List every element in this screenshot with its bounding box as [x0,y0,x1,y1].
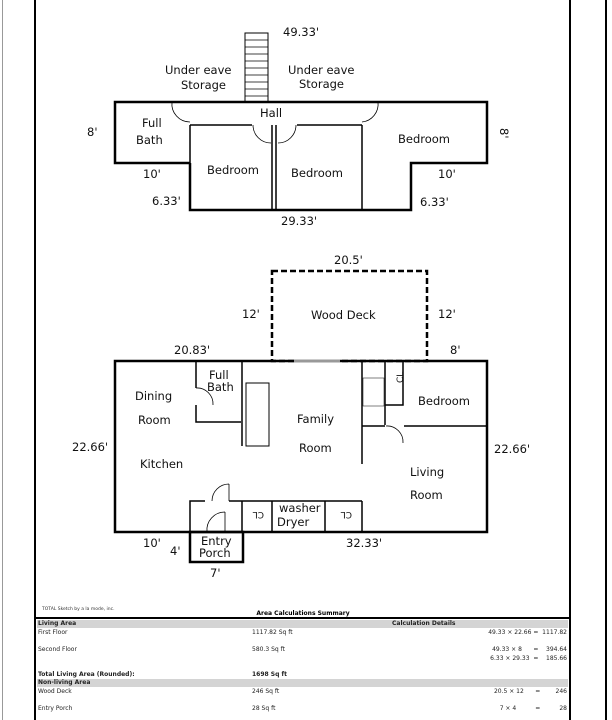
bedroom-c-label: Bedroom [398,132,450,146]
kitchen-label: Kitchen [140,457,183,471]
dim-right-lower: 10' [438,167,456,181]
storage-right-label-2: Storage [299,77,344,91]
living-area-label: Living Area [38,620,77,627]
total-label: Total Living Area (Rounded): [38,671,135,678]
dim-left: 8' [87,125,97,139]
stair-treads [245,39,268,97]
row-calc: 49.33 × 8 = 394.64 [492,646,567,653]
dim-top-right: 8' [450,343,460,357]
outer-right-border [605,0,607,720]
row-calc: 49.33 × 22.66 = 1117.82 [488,629,567,636]
bath-label: Full [142,116,162,130]
row-area: 1117.82 Sq ft [252,629,293,636]
row-calc-2: 6.33 × 29.33 = 185.66 [490,655,567,662]
total-living-row: Total Living Area (Rounded): 1698 Sq ft [37,670,568,679]
bedroom-b-label: Bedroom [291,166,343,180]
entry-porch-outline [188,530,245,564]
dim-right-step: 6.33' [420,195,449,209]
table-row: Entry Porch 28 Sq ft 7 × 4 = 28 [37,704,568,713]
family-label: Family [297,412,334,426]
storage-left-label: Under eave [165,63,231,77]
dim-porch-side: 4' [170,544,180,558]
row-spacer [37,663,568,670]
dim-bottom: 29.33' [281,214,317,228]
first-floor-walls [189,361,487,532]
row-calc: 7 × 4 = 28 [499,705,567,712]
first-floor-door-swings [195,387,404,533]
porch-label: Entry [201,534,232,548]
deck-label: Wood Deck [311,308,376,322]
second-floor-labels: 49.33' Under eave Storage Under eave Sto… [87,25,511,228]
row-spacer [37,637,568,645]
bath-label: Full [209,368,229,382]
left-edge-line [2,0,3,720]
dim-deck-right: 12' [438,307,456,321]
table-row: Second Floor 580.3 Sq ft 49.33 × 8 = 394… [37,645,568,654]
row-area: 28 Sq ft [252,705,276,712]
storage-right-label: Under eave [288,63,354,77]
porch-label-2: Porch [199,546,231,560]
living-area-header: Living Area Calculation Details [37,620,568,628]
row-spacer [37,696,568,704]
dim-right: 8' [497,128,511,138]
first-floor-labels: 20.5' 12' 12' Wood Deck 20.83' 8' Dining… [72,253,530,580]
dim-left-step: 6.33' [152,194,181,208]
storage-left-label-2: Storage [181,78,226,92]
dim-deck-left: 12' [242,307,260,321]
first-floor-plan [113,269,489,564]
dim-left-lower: 10' [143,167,161,181]
dining-label: Dining [135,389,172,403]
floor-plan: 49.33' Under eave Storage Under eave Sto… [72,25,530,580]
total-value: 1698 Sq ft [252,671,287,678]
non-living-header: Non-living Area [37,679,568,687]
wood-deck-outline [270,269,429,363]
dim-right: 22.66' [494,442,530,456]
software-credit: TOTAL Sketch by a la mode, inc. [42,607,115,612]
second-floor-plan [113,32,489,212]
row-calc: 20.5 × 12 = 246 [493,688,567,695]
washer-label: washer [279,501,321,515]
page-left-border [34,0,36,720]
bath-label-2: Bath [207,380,234,394]
row-label: Entry Porch [38,705,73,712]
dining-label-2: Room [138,413,171,427]
dim-porch-bottom: 7' [210,566,220,580]
family-label-2: Room [299,441,332,455]
row-label: Wood Deck [38,688,72,695]
bedroom-a-label: Bedroom [207,163,259,177]
door-swings [171,101,379,144]
dim-top-left: 20.83' [174,343,210,357]
row-label: First Floor [38,629,68,636]
closet-left-label: CL [253,509,264,519]
page-right-border [569,0,571,720]
dryer-label: Dryer [277,515,309,529]
table-row: Wood Deck 246 Sq ft 20.5 × 12 = 246 [37,687,568,696]
attic-stairs [244,32,269,103]
bath-label-2: Bath [136,133,163,147]
hall-label: Hall [260,106,282,120]
second-floor-outline [113,100,489,212]
row-area: 246 Sq ft [252,688,280,695]
dim-left: 22.66' [72,440,108,454]
living-label: Living [410,465,444,479]
area-calculations-table: Living Area Calculation Details First Fl… [37,620,568,713]
dim-top: 49.33' [283,25,319,39]
table-row: First Floor 1117.82 Sq ft 49.33 × 22.66 … [37,628,568,637]
living-label-2: Room [410,488,443,502]
dim-deck-top: 20.5' [334,253,363,267]
closet-top-label: CL [396,372,406,383]
bedroom-label: Bedroom [418,394,470,408]
dim-bottom-left: 10' [143,536,161,550]
closet-right-label: CL [341,509,352,519]
calc-details-header: Calculation Details [392,620,456,627]
second-floor-walls [189,124,363,210]
row-label: Second Floor [38,646,77,653]
table-row-continued: 6.33 × 29.33 = 185.66 [37,654,568,663]
area-summary-title: Area Calculations Summary [256,610,350,617]
summary-divider [35,617,571,619]
row-area: 580.3 Sq ft [252,646,285,653]
dim-bottom-right: 32.33' [346,536,382,550]
